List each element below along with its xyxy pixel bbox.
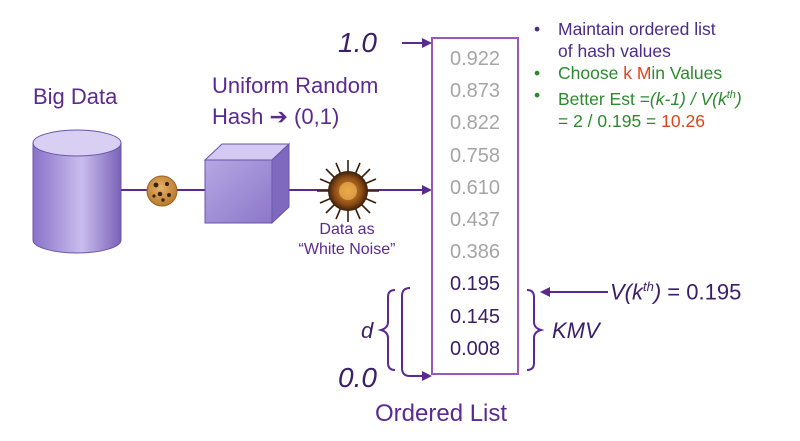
- list-item-value: 0.758: [449, 144, 501, 167]
- vkth-close: ): [653, 279, 662, 305]
- better-est-calc: = 2 / 0.195 =: [558, 110, 662, 131]
- bullet-maintain: Maintain ordered list of hash values: [532, 18, 742, 62]
- kmv-label: KMV: [552, 318, 600, 343]
- list-item-value: 0.922: [449, 48, 501, 70]
- bullet-better-est-line1: Better Est =(k-1) / V(kth): [558, 84, 742, 110]
- list-item-value: 0.873: [449, 80, 501, 103]
- better-est-close: ): [735, 88, 742, 109]
- bullet-maintain-line2: of hash values: [558, 41, 671, 61]
- list-item-value-selected: 0.008: [449, 337, 501, 360]
- bullet-better-est-line2: = 2 / 0.195 = 10.26: [558, 110, 742, 132]
- top-value-label: 1.0: [338, 27, 377, 58]
- data-as-line1: Data as: [319, 221, 375, 238]
- list-item-value-selected: 0.145: [449, 305, 501, 328]
- data-as-line2: “White Noise”: [298, 241, 396, 258]
- bullet-choose-m: M: [636, 63, 652, 83]
- vkth-v: V(k: [610, 279, 643, 305]
- d-brace: [377, 289, 396, 371]
- hash-label-line2: Hash ➔ (0,1): [212, 101, 378, 132]
- ordered-values-list: 0.922 0.873 0.822 0.758 0.610 0.437 0.38…: [432, 43, 518, 365]
- bullet-choose-prefix: Choose: [558, 63, 624, 83]
- list-item-value: 0.610: [449, 176, 501, 199]
- big-data-label: Big Data: [33, 84, 118, 109]
- bullet-list: Maintain ordered list of hash values Cho…: [532, 18, 742, 132]
- ordered-list-box: [431, 37, 519, 375]
- hash-range: (0,1): [294, 104, 340, 129]
- bullet-choose-k: k: [623, 63, 632, 83]
- list-item-value: 0.386: [449, 241, 501, 264]
- hash-cube-icon: [203, 142, 291, 225]
- database-icon: [32, 129, 122, 254]
- vkth-label: V(kth) = 0.195: [610, 279, 741, 305]
- bottom-value-arrow: [401, 287, 432, 381]
- vkth-sup: th: [643, 279, 654, 294]
- bullet-maintain-line1: Maintain ordered list: [558, 19, 716, 39]
- better-est-result: 10.26: [661, 110, 705, 131]
- cookie-icon: [146, 175, 178, 207]
- ordered-list-title: Ordered List: [375, 400, 508, 427]
- list-item-value: 0.822: [449, 112, 501, 135]
- data-as-label: Data as “White Noise”: [282, 220, 412, 260]
- list-item-value: 0.437: [449, 208, 501, 231]
- better-est-sup: th: [726, 89, 736, 101]
- bullet-better-est: Better Est =(k-1) / V(kth) = 2 / 0.195 =…: [532, 84, 742, 132]
- bullet-choose: Choose k Min Values: [532, 62, 742, 84]
- better-est-formula: (k-1) / V(k: [649, 88, 727, 109]
- hash-arrow-icon: ➔: [269, 104, 288, 129]
- vkth-value: = 0.195: [667, 279, 742, 305]
- hash-word: Hash: [212, 104, 264, 129]
- hash-label: Uniform Random Hash ➔ (0,1): [212, 70, 378, 132]
- list-item-value-selected: 0.195: [449, 273, 501, 296]
- white-noise-icon: [317, 160, 379, 222]
- hash-label-line1: Uniform Random: [212, 73, 379, 98]
- bullet-choose-in: in: [651, 63, 666, 83]
- d-label: d: [361, 318, 374, 343]
- kmv-brace: [526, 289, 545, 371]
- bottom-value-label: 0.0: [338, 362, 377, 393]
- bullet-choose-suffix: Values: [665, 63, 723, 83]
- better-est-prefix: Better Est =: [558, 88, 650, 109]
